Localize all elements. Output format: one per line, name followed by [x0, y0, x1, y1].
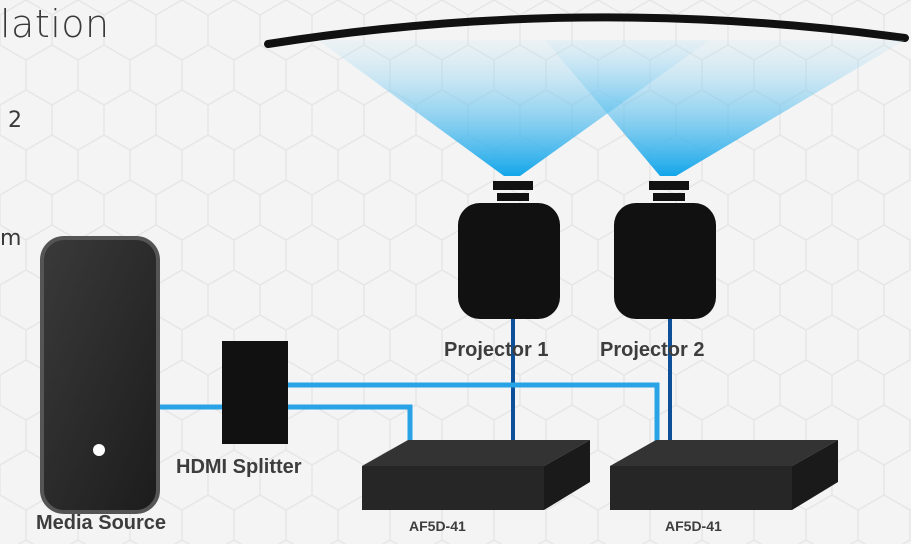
projector-1-body [458, 203, 560, 319]
receiver-2-top [610, 440, 838, 466]
hdmi-splitter-label: HDMI Splitter [176, 456, 302, 478]
media-source-label: Media Source [36, 512, 167, 534]
projector-1-label: Projector 1 [444, 339, 549, 361]
receiver-2-front [610, 466, 792, 510]
receiver-1-front [362, 466, 544, 510]
projection-screen [264, 13, 909, 48]
media-source-power-led [93, 444, 105, 456]
receiver-1-top [362, 440, 590, 466]
projector-1-lens-ring [493, 181, 533, 190]
projector-1-lens-neck [497, 193, 529, 201]
hdmi-splitter-device [222, 341, 288, 444]
receiver-1-side [544, 440, 590, 510]
receiver-2-label: AF5D-41 [665, 518, 722, 534]
projector-2-lens-neck [653, 193, 685, 201]
text-fragment-2: m [0, 226, 22, 251]
projector-2-beam [545, 40, 905, 176]
title-fragment: lation [0, 2, 110, 46]
text-fragment-1: 2 [8, 108, 22, 133]
hdmi-cable-splitter-to-receiver-1 [288, 404, 413, 441]
receiver-1-label: AF5D-41 [409, 518, 466, 534]
hdmi-cable-splitter-to-receiver-2 [288, 382, 660, 441]
projector-2-body [614, 203, 716, 319]
projector-2-lens-ring [649, 181, 689, 190]
media-source-device [40, 236, 160, 514]
receiver-2-side [792, 440, 838, 510]
projector-2-label: Projector 2 [600, 339, 705, 361]
